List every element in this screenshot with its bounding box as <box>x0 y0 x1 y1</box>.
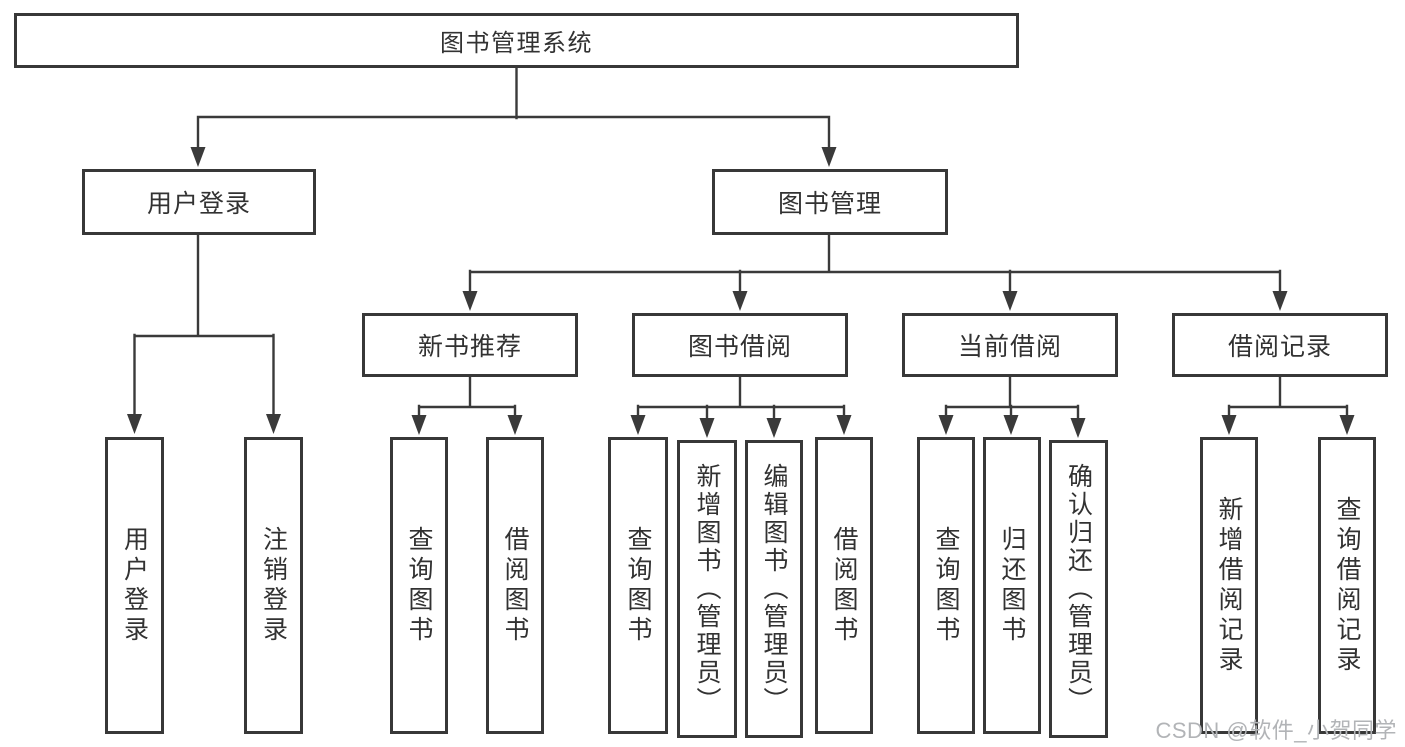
node-label: 归还图书 <box>998 525 1026 646</box>
node-label: 当前借阅 <box>957 333 1062 361</box>
node-label: 注销登录 <box>259 525 288 646</box>
node-label: 用户登录 <box>120 525 149 646</box>
node-label: 新增借阅记录 <box>1215 495 1243 676</box>
arrowhead <box>766 418 782 438</box>
arrowhead <box>127 414 142 434</box>
node-label: 新增图书（管理员） <box>693 463 721 715</box>
node-label: 查询图书 <box>405 525 433 646</box>
node-leaf-borrow-books: 借阅图书 <box>486 437 544 734</box>
node-leaf-confirm-return-admin: 确认归还（管理员） <box>1049 440 1108 738</box>
node-book-borrowing: 图书借阅 <box>632 313 848 377</box>
arrowhead <box>190 147 206 167</box>
node-leaf-query-books: 查询图书 <box>390 437 448 734</box>
arrowhead <box>699 418 715 438</box>
node-label: 图书管理系统 <box>440 30 593 57</box>
connector-root <box>196 64 831 154</box>
node-new-book-recommend: 新书推荐 <box>362 313 578 377</box>
node-book-management: 图书管理 <box>712 169 948 235</box>
node-leaf-query-books: 查询图书 <box>608 437 668 734</box>
node-label: 借阅图书 <box>830 525 858 646</box>
node-label: 确认归还（管理员） <box>1064 463 1093 715</box>
node-label: 查询借阅记录 <box>1333 495 1361 676</box>
arrowhead <box>411 415 427 435</box>
node-leaf-add-book-admin: 新增图书（管理员） <box>677 440 737 738</box>
connector-book-management <box>468 232 1282 297</box>
connector-user-login <box>133 232 275 420</box>
connector-book-borrowing <box>636 374 846 424</box>
node-leaf-logout: 注销登录 <box>244 437 303 734</box>
node-label: 借阅图书 <box>501 525 529 646</box>
arrowhead <box>938 415 954 435</box>
node-label: 图书借阅 <box>687 333 792 361</box>
node-leaf-return-book: 归还图书 <box>983 437 1041 734</box>
arrowhead <box>1272 291 1288 311</box>
csdn-watermark: CSDN @软件_小贺同学 <box>1155 718 1397 743</box>
node-leaf-borrow-books: 借阅图书 <box>815 437 873 734</box>
node-library-management-system: 图书管理系统 <box>14 13 1019 68</box>
arrowhead <box>821 147 837 167</box>
arrowhead <box>462 291 478 311</box>
arrowhead <box>630 415 646 435</box>
connector-new-book-recommend <box>417 374 517 421</box>
node-borrowing-records: 借阅记录 <box>1172 313 1388 377</box>
node-label: 新书推荐 <box>417 333 522 361</box>
node-label: 查询图书 <box>932 525 960 646</box>
arrowhead <box>836 415 852 435</box>
node-label: 查询图书 <box>624 525 652 646</box>
arrowhead <box>1003 415 1019 435</box>
node-label: 图书管理 <box>777 190 882 218</box>
arrowhead <box>266 414 281 434</box>
node-leaf-query-borrow-record: 查询借阅记录 <box>1318 437 1376 734</box>
node-leaf-user-login: 用户登录 <box>105 437 164 734</box>
arrowhead <box>507 415 523 435</box>
node-leaf-edit-book-admin: 编辑图书（管理员） <box>745 440 803 738</box>
arrowhead <box>1002 291 1018 311</box>
node-current-borrowing: 当前借阅 <box>902 313 1118 377</box>
node-label: 借阅记录 <box>1227 333 1332 361</box>
connector-borrowing-records <box>1227 374 1349 421</box>
node-leaf-query-books: 查询图书 <box>917 437 975 734</box>
arrowhead <box>1221 415 1237 435</box>
connector-current-borrowing <box>944 374 1080 424</box>
node-label: 编辑图书（管理员） <box>760 463 788 715</box>
node-user-login: 用户登录 <box>82 169 316 235</box>
node-label: 用户登录 <box>146 190 251 218</box>
arrowhead <box>732 291 748 311</box>
arrowhead <box>1339 415 1355 435</box>
arrowhead <box>1070 418 1086 438</box>
node-leaf-add-borrow-record: 新增借阅记录 <box>1200 437 1258 734</box>
